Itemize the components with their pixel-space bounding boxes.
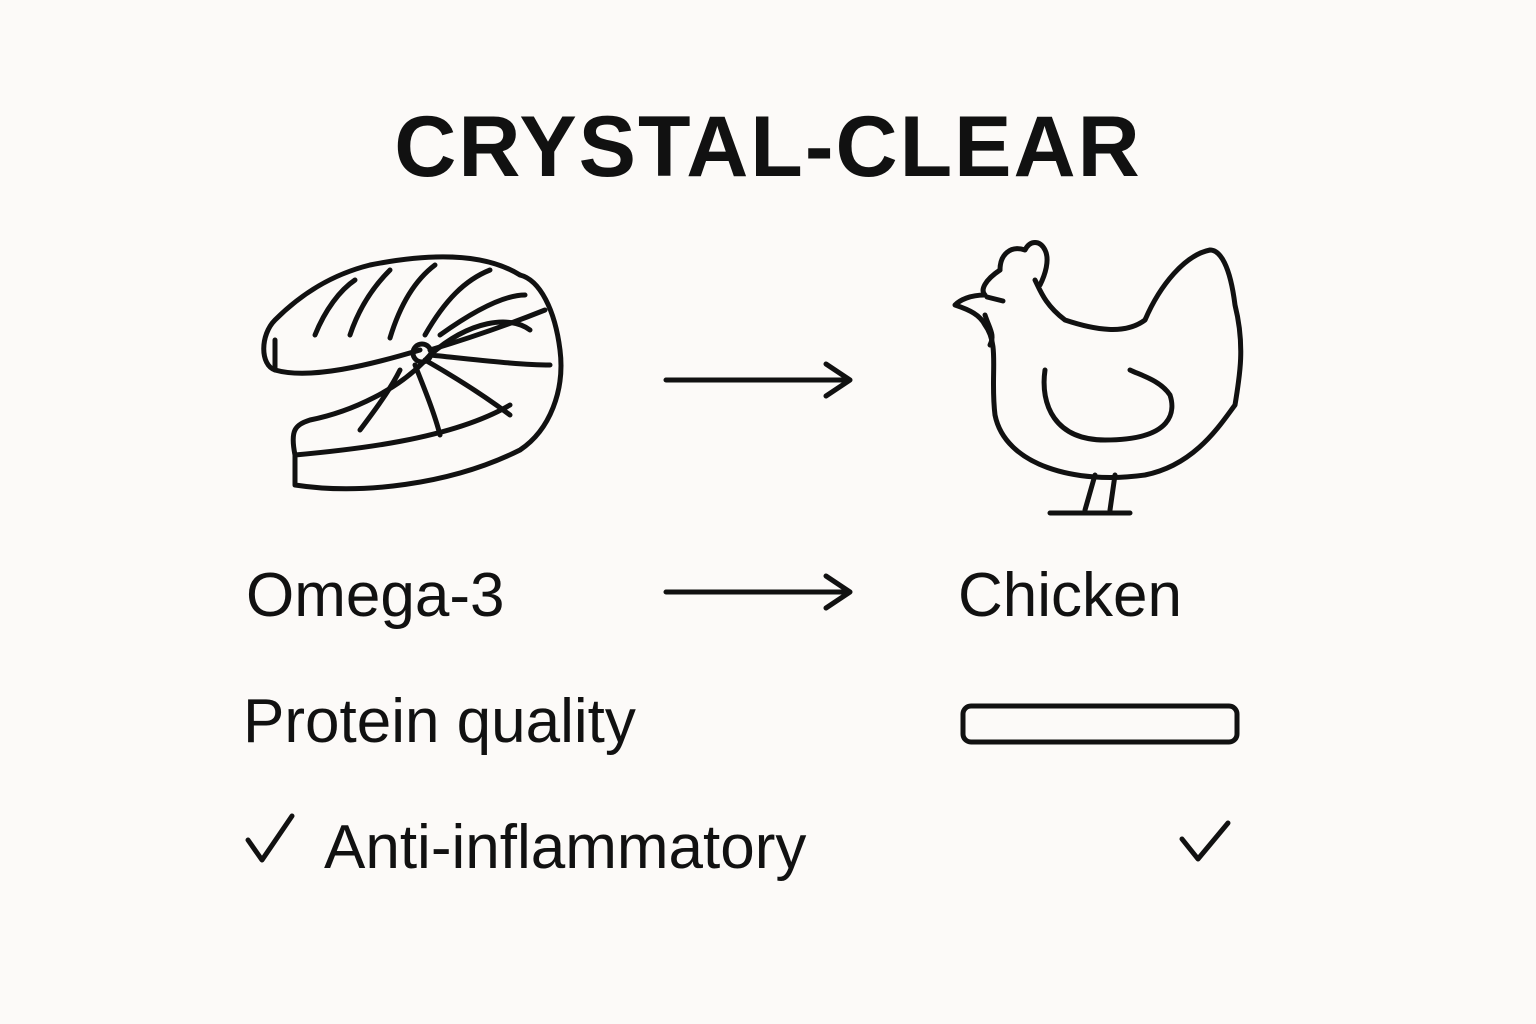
- check-icon: [245, 813, 295, 863]
- chicken-label: Chicken: [958, 561, 1182, 630]
- anti-inflammatory-label: Anti-inflammatory: [324, 813, 807, 882]
- arrow-right-icon: [663, 361, 853, 399]
- protein-quality-label: Protein quality: [243, 687, 636, 756]
- check-icon: [1179, 820, 1231, 862]
- salmon-steak-icon: [261, 254, 564, 492]
- title: CRYSTAL-CLEAR: [394, 99, 1142, 195]
- omega-3-label: Omega-3: [246, 561, 505, 630]
- bar-icon: [960, 703, 1240, 745]
- chicken-icon: [952, 240, 1244, 516]
- arrow-right-icon: [663, 573, 853, 611]
